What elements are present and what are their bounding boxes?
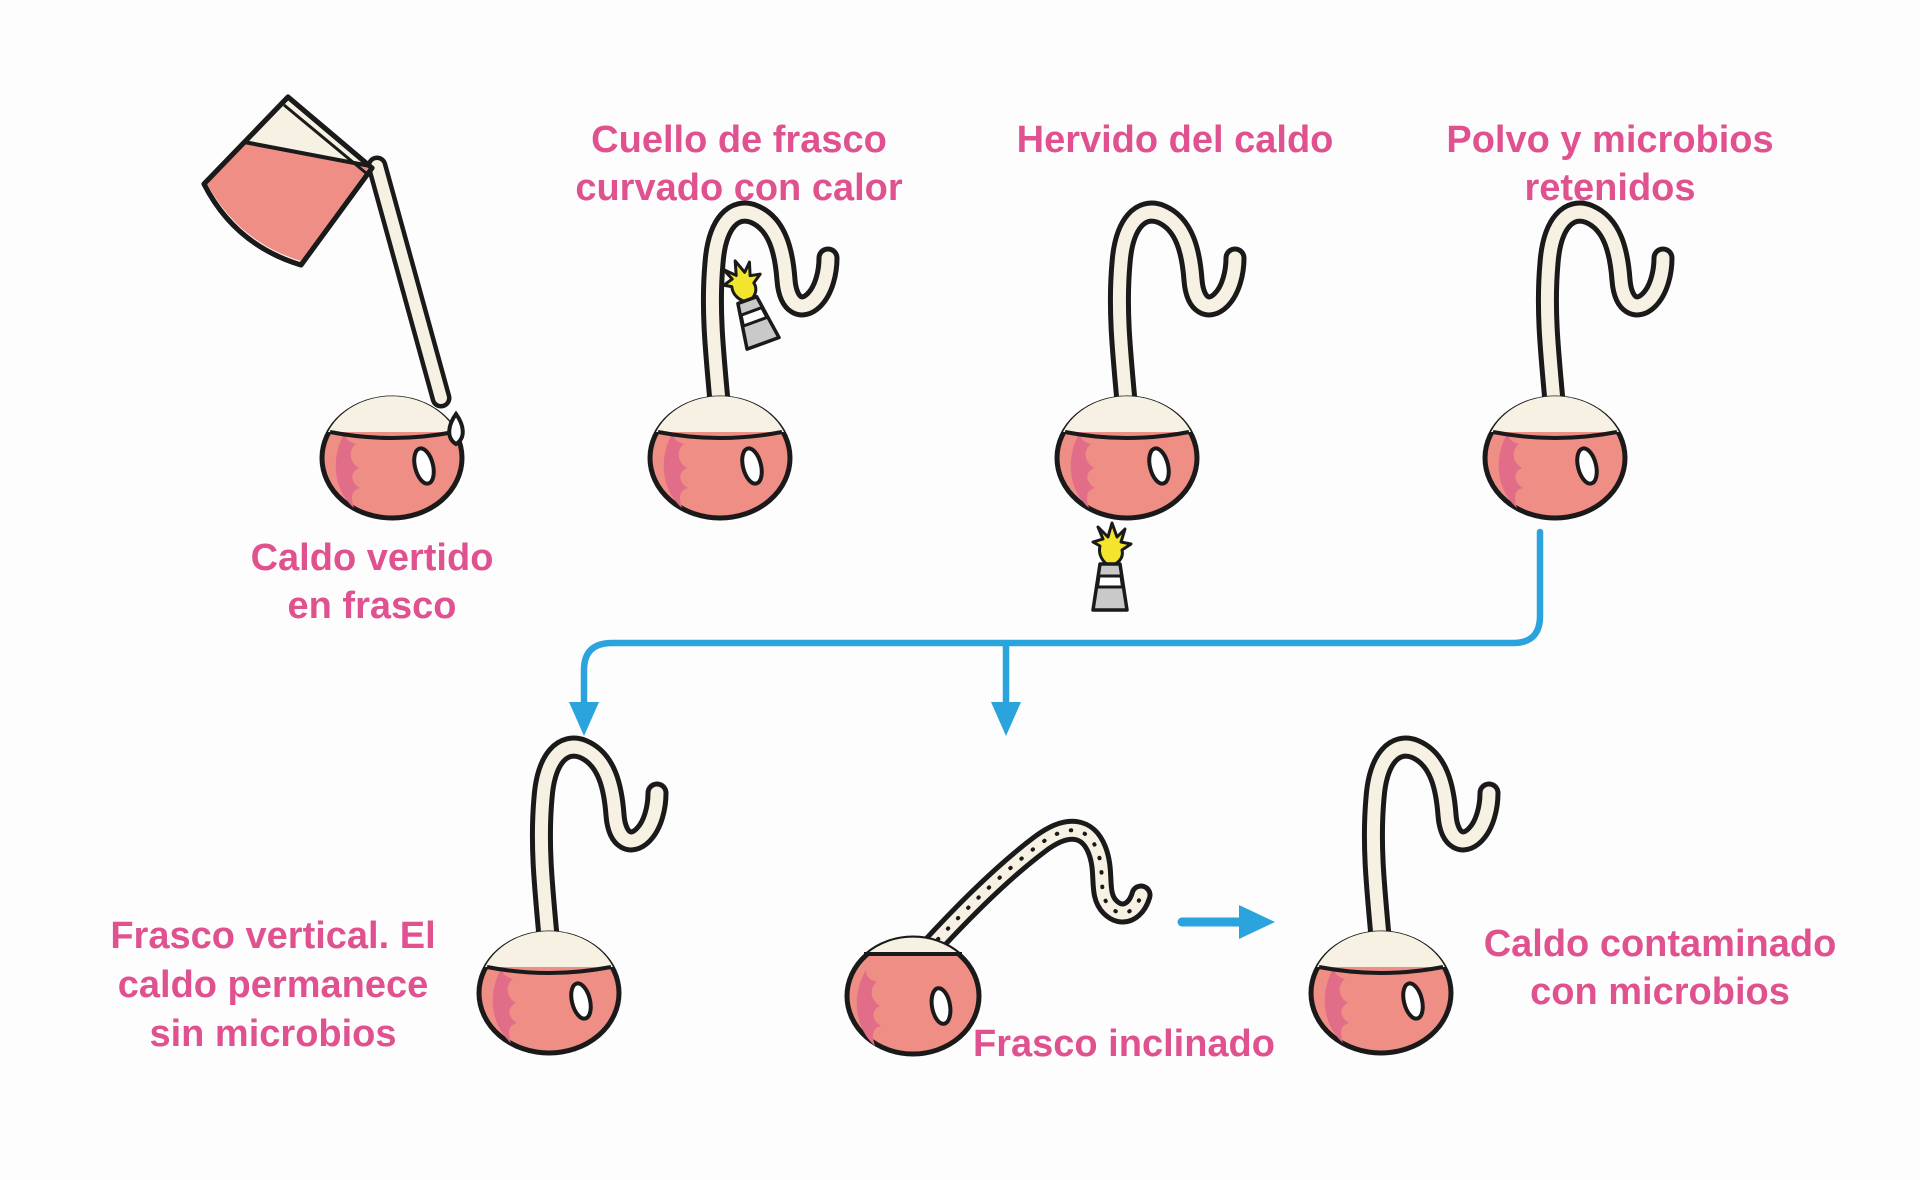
flask-dust-retained [1485, 212, 1663, 518]
caption-tilted: Frasco inclinado [973, 1023, 1275, 1065]
broth-drip [447, 410, 465, 447]
caption-vertical-line2: caldo permanece [118, 964, 428, 1006]
caption-retain-line2: retenidos [1524, 167, 1695, 209]
flask-boiling [1057, 212, 1235, 518]
beaker-liquid [206, 142, 370, 261]
flask-pour-bulb [322, 396, 462, 518]
caption-boil: Hervido del caldo [1017, 119, 1334, 161]
flask-vertical [479, 747, 657, 1053]
right-arrow-icon [1177, 905, 1275, 939]
captions: Cuello de frasco curvado con calor Hervi… [110, 119, 1836, 1065]
caption-pour-line1: Caldo vertido [251, 537, 494, 579]
stage-curve [650, 212, 828, 518]
beaker [201, 94, 375, 268]
flask-curved-neck [650, 212, 828, 518]
connector-line [580, 528, 1544, 708]
burner-boiling [1093, 523, 1131, 610]
down-arrow-left-icon [569, 702, 599, 736]
caption-curve-line2: curvado con calor [575, 167, 903, 209]
caption-contaminated-line1: Caldo contaminado [1484, 923, 1837, 965]
caption-pour-line2: en frasco [288, 585, 457, 627]
caption-curve-line1: Cuello de frasco [591, 119, 887, 161]
caption-vertical-line1: Frasco vertical. El [110, 915, 435, 957]
flask-contaminated [1311, 747, 1489, 1053]
caption-retain-line1: Polvo y microbios [1446, 119, 1773, 161]
stage-pour [201, 94, 465, 518]
down-arrow-middle-icon [991, 702, 1021, 736]
branch-connector [569, 528, 1544, 736]
microbe-trail-dots [926, 828, 1143, 952]
stage-boil [1057, 212, 1235, 610]
flask-tilted [844, 818, 1153, 1057]
caption-contaminated-line2: con microbios [1530, 971, 1790, 1013]
caption-vertical-line3: sin microbios [149, 1013, 396, 1055]
burner-heating-neck [717, 254, 782, 349]
